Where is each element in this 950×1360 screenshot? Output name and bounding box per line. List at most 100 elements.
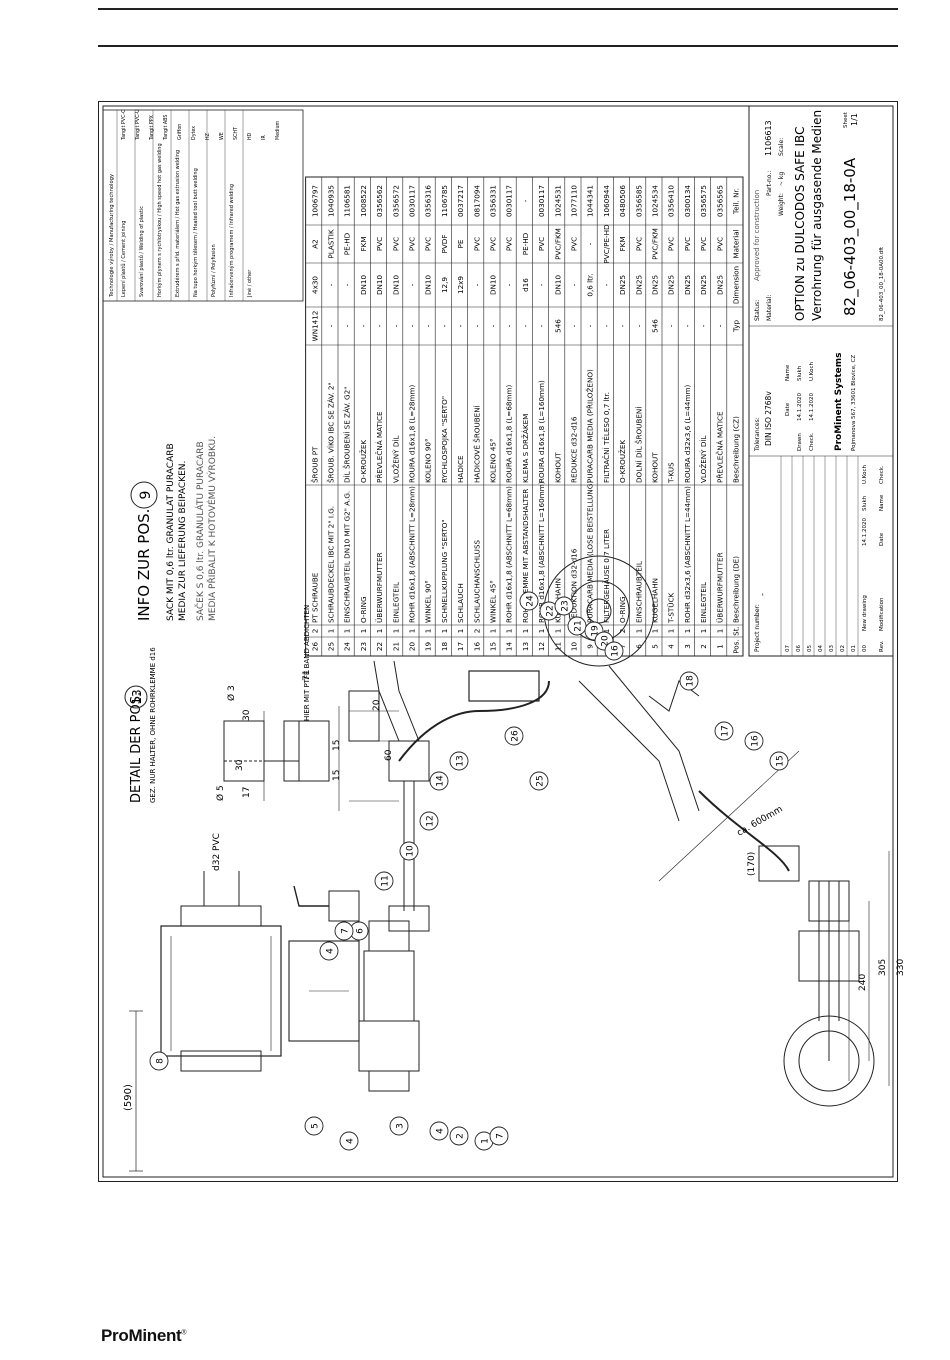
bubble-number: 17 [721,725,731,736]
parts-cell: 26 [310,642,319,652]
parts-cell: PLASTIK [327,229,336,258]
parts-cell: DN10 [489,275,498,295]
parts-cell: DN25 [634,275,643,295]
parts-cell: EINLEGTEIL [391,582,400,623]
parts-cell: DÍL ŠROUBENÍ SE ZÁV. G2" [343,387,352,483]
checked-date: 14.1.2020 [809,393,815,421]
parts-cell: DN25 [683,275,692,295]
parts-cell: 25 [327,642,336,651]
tech-code: Medium [275,120,281,140]
parts-cell: - [472,324,481,327]
position-bubble: 25 [529,771,549,791]
parts-cell: ŠROUB PT [310,446,319,483]
parts-cell: 4x30 [310,276,319,294]
bubble-number: 20 [601,635,611,647]
parts-cell: 0356585 [634,185,643,217]
bubble-number: 11 [381,875,391,886]
revision-header: Name [879,494,885,511]
tech-code: IR [261,135,267,140]
parts-cell: ROHRKLEMME MIT ABSTANDSHALTER [521,489,530,623]
parts-cell: 21 [391,642,400,651]
parts-cell: 0030117 [408,185,417,217]
bubble-number: 16 [611,645,621,657]
tech-code: Tangit PPX [149,114,155,141]
detail-note: GEZ. NUR HALTER, OHNE ROHRKLEMME d16 [149,647,157,803]
parts-cell: ROHR d32x3,6 (ABSCHNITT L=44mm) [683,486,692,623]
part-no-label: Part-no.: [766,171,773,196]
parts-cell: - [521,324,530,327]
parts-cell: FKM [359,236,368,251]
dim-170: (170) [747,852,757,876]
bubble-number: 16 [751,735,761,747]
parts-cell: PVC [505,237,514,251]
parts-cell: - [537,324,546,327]
detail-dim-15a: 15 [332,740,342,751]
parts-cell: 0356331 [489,185,498,217]
parts-cell: ŠROUB. VÍKO IBC SE ZÁV. 2" [327,382,336,483]
parts-cell: EINLEGTEIL [699,582,708,623]
parts-cell: 1106785 [440,185,449,217]
parts-cell: PVC [408,237,417,251]
parts-cell: ROHR d16x1,8 (ABSCHNITT L=160mm) [537,481,546,623]
tech-code: SCHT [233,127,239,140]
info-line-4: MEDIA PŘIBALIT K HOTOVÉMU VÝROBKU. [206,436,218,621]
position-bubble: 4 [339,1131,359,1151]
bubble-number: 7 [496,1133,506,1139]
parts-cell: KOLENO 90° [424,438,433,483]
info-title: INFO ZUR POS. [135,509,153,621]
parts-cell: KOLENO 45° [489,438,498,483]
parts-cell: 2 [472,629,481,634]
parts-cell: O-KROUŽEK [359,440,368,483]
parts-cell: - [472,283,481,286]
assembly-view [129,555,890,1172]
position-bubble: 17 [714,721,734,741]
checked-label: Check. [809,432,815,451]
parts-cell: 20 [408,642,417,652]
parts-cell: 1 [375,629,384,634]
position-bubble: 26 [504,726,524,746]
parts-cell: 11 [553,642,562,651]
bubble-number: 26 [511,730,521,742]
parts-cell: PVC [489,237,498,251]
detail-pos-number: 13 [130,689,144,704]
parts-cell: PVC [683,237,692,251]
parts-cell: PVC [715,237,724,251]
rev-00-text: New drawing [862,595,868,631]
parts-header-cell: Teil. Nr. [732,188,741,215]
parts-cell: 1 [456,629,465,634]
bubble-number: 7 [341,928,351,934]
tolerances: DIN ISO 2768v [764,391,773,446]
parts-cell: VLOŽENÝ DÍL [699,436,708,484]
parts-cell: 1 [537,629,546,634]
parts-cell: 12 [537,642,546,651]
dim-330: 330 [896,959,906,976]
parts-cell: - [586,242,595,245]
parts-cell: - [359,324,368,327]
parts-cell: d16 [521,278,530,292]
parts-cell: PVDF [440,235,449,254]
tech-title: Technologie výroby / Manufacturing techn… [108,174,115,298]
parts-cell: 1077110 [570,185,579,217]
parts-cell: SCHRAUBDECKEL IBC MIT 2" I.G. [327,506,336,623]
position-bubble: 24 [519,591,539,611]
parts-cell: ÜBERWURFMUTTER [715,552,724,623]
title-line-2: Verrohrung für ausgasende Medien [810,110,824,321]
parts-cell: 0817094 [472,185,481,217]
parts-cell: PVC [537,237,546,251]
parts-cell: KOHOUT [553,452,562,483]
drawn-label: Drawn [797,433,803,451]
parts-cell: - [440,324,449,327]
parts-cell: ROHR d16x1,8 (ABSCHNITT L=68mm) [505,486,514,623]
parts-cell: 0030117 [505,185,514,217]
parts-cell: 1060944 [602,185,611,217]
rev-00-check: U.Koch [862,465,868,484]
parts-cell: 1 [359,629,368,634]
parts-cell: - [683,324,692,327]
bubble-number: 13 [456,755,466,766]
parts-cell: - [327,283,336,286]
parts-cell: 0300134 [683,185,692,217]
position-bubble: 11 [374,871,394,891]
bubble-number: 21 [574,620,584,631]
detail-pos-13: DETAIL DER POS. 13 GEZ. NUR HALTER, OHNE… [124,647,399,811]
